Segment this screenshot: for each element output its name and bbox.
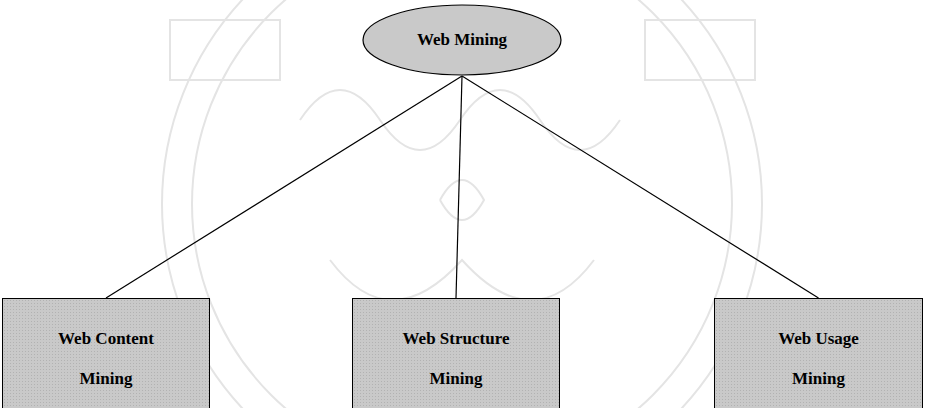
tree-connector xyxy=(462,76,819,298)
category-box: Web Structure Mining xyxy=(352,298,560,408)
tree-connector xyxy=(456,76,462,298)
category-box: Web Content Mining xyxy=(2,298,210,408)
node-label: Web Mining xyxy=(417,30,507,50)
tree-connector xyxy=(106,76,462,298)
node-label: Web Structure Mining xyxy=(391,319,521,399)
root-ellipse: Web Mining xyxy=(362,4,562,76)
node-label: Web Usage Mining xyxy=(754,319,884,399)
node-label: Web Content Mining xyxy=(41,319,171,399)
category-box: Web Usage Mining xyxy=(714,298,923,408)
